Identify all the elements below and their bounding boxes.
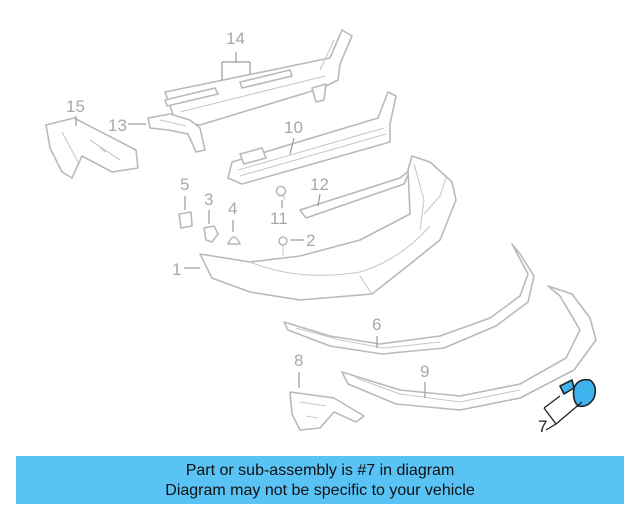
part-8-bracket [289, 391, 365, 431]
part-9-valance [341, 285, 597, 411]
part-13-bracket [147, 113, 206, 153]
callout-6: 6 [372, 315, 381, 348]
svg-text:10: 10 [284, 118, 303, 137]
callout-15: 15 [66, 97, 85, 126]
part-3-screw [203, 225, 219, 243]
svg-text:2: 2 [306, 231, 315, 250]
callout-10: 10 [284, 118, 303, 155]
callout-2: 2 [290, 231, 315, 250]
part-6-lower-molding [283, 243, 535, 355]
svg-text:7: 7 [538, 417, 547, 436]
callout-11: 11 [270, 200, 288, 228]
part-15-side-bracket [45, 117, 139, 179]
svg-text:15: 15 [66, 97, 85, 116]
callout-7: 7 [538, 395, 583, 436]
parts-diagram: 14 13 15 10 12 11 [45, 29, 597, 436]
banner-line-disclaimer: Diagram may not be specific to your vehi… [165, 482, 475, 499]
svg-text:3: 3 [204, 190, 213, 209]
part-10-absorber [227, 91, 397, 185]
part-11-nut [275, 185, 287, 200]
callout-12: 12 [310, 175, 329, 207]
callout-8: 8 [294, 351, 303, 388]
callout-9: 9 [420, 362, 429, 398]
svg-text:9: 9 [420, 362, 429, 381]
banner-line-part: Part or sub-assembly is #7 in diagram [185, 462, 455, 479]
svg-text:4: 4 [228, 199, 237, 218]
svg-text:1: 1 [172, 260, 181, 279]
callout-5: 5 [180, 175, 189, 210]
svg-text:11: 11 [270, 209, 288, 228]
callout-14: 14 [221, 29, 251, 80]
svg-text:12: 12 [310, 175, 329, 194]
part-2-bolt [278, 236, 288, 256]
svg-text:14: 14 [226, 29, 245, 48]
part-5-clip [178, 211, 193, 229]
svg-text:8: 8 [294, 351, 303, 370]
callout-1: 1 [172, 260, 200, 279]
part-1-bumper-cover [199, 155, 457, 301]
info-banner: Part or sub-assembly is #7 in diagram Di… [16, 456, 624, 504]
part-12-trim [299, 169, 411, 219]
part-7-highlighted[interactable] [559, 378, 597, 408]
svg-text:5: 5 [180, 175, 189, 194]
svg-text:6: 6 [372, 315, 381, 334]
callout-4: 4 [228, 199, 237, 232]
svg-text:13: 13 [108, 116, 127, 135]
part-4-cap [227, 236, 241, 245]
callout-13: 13 [108, 116, 146, 135]
callout-3: 3 [204, 190, 213, 224]
part-14-reinforcement [164, 29, 353, 126]
